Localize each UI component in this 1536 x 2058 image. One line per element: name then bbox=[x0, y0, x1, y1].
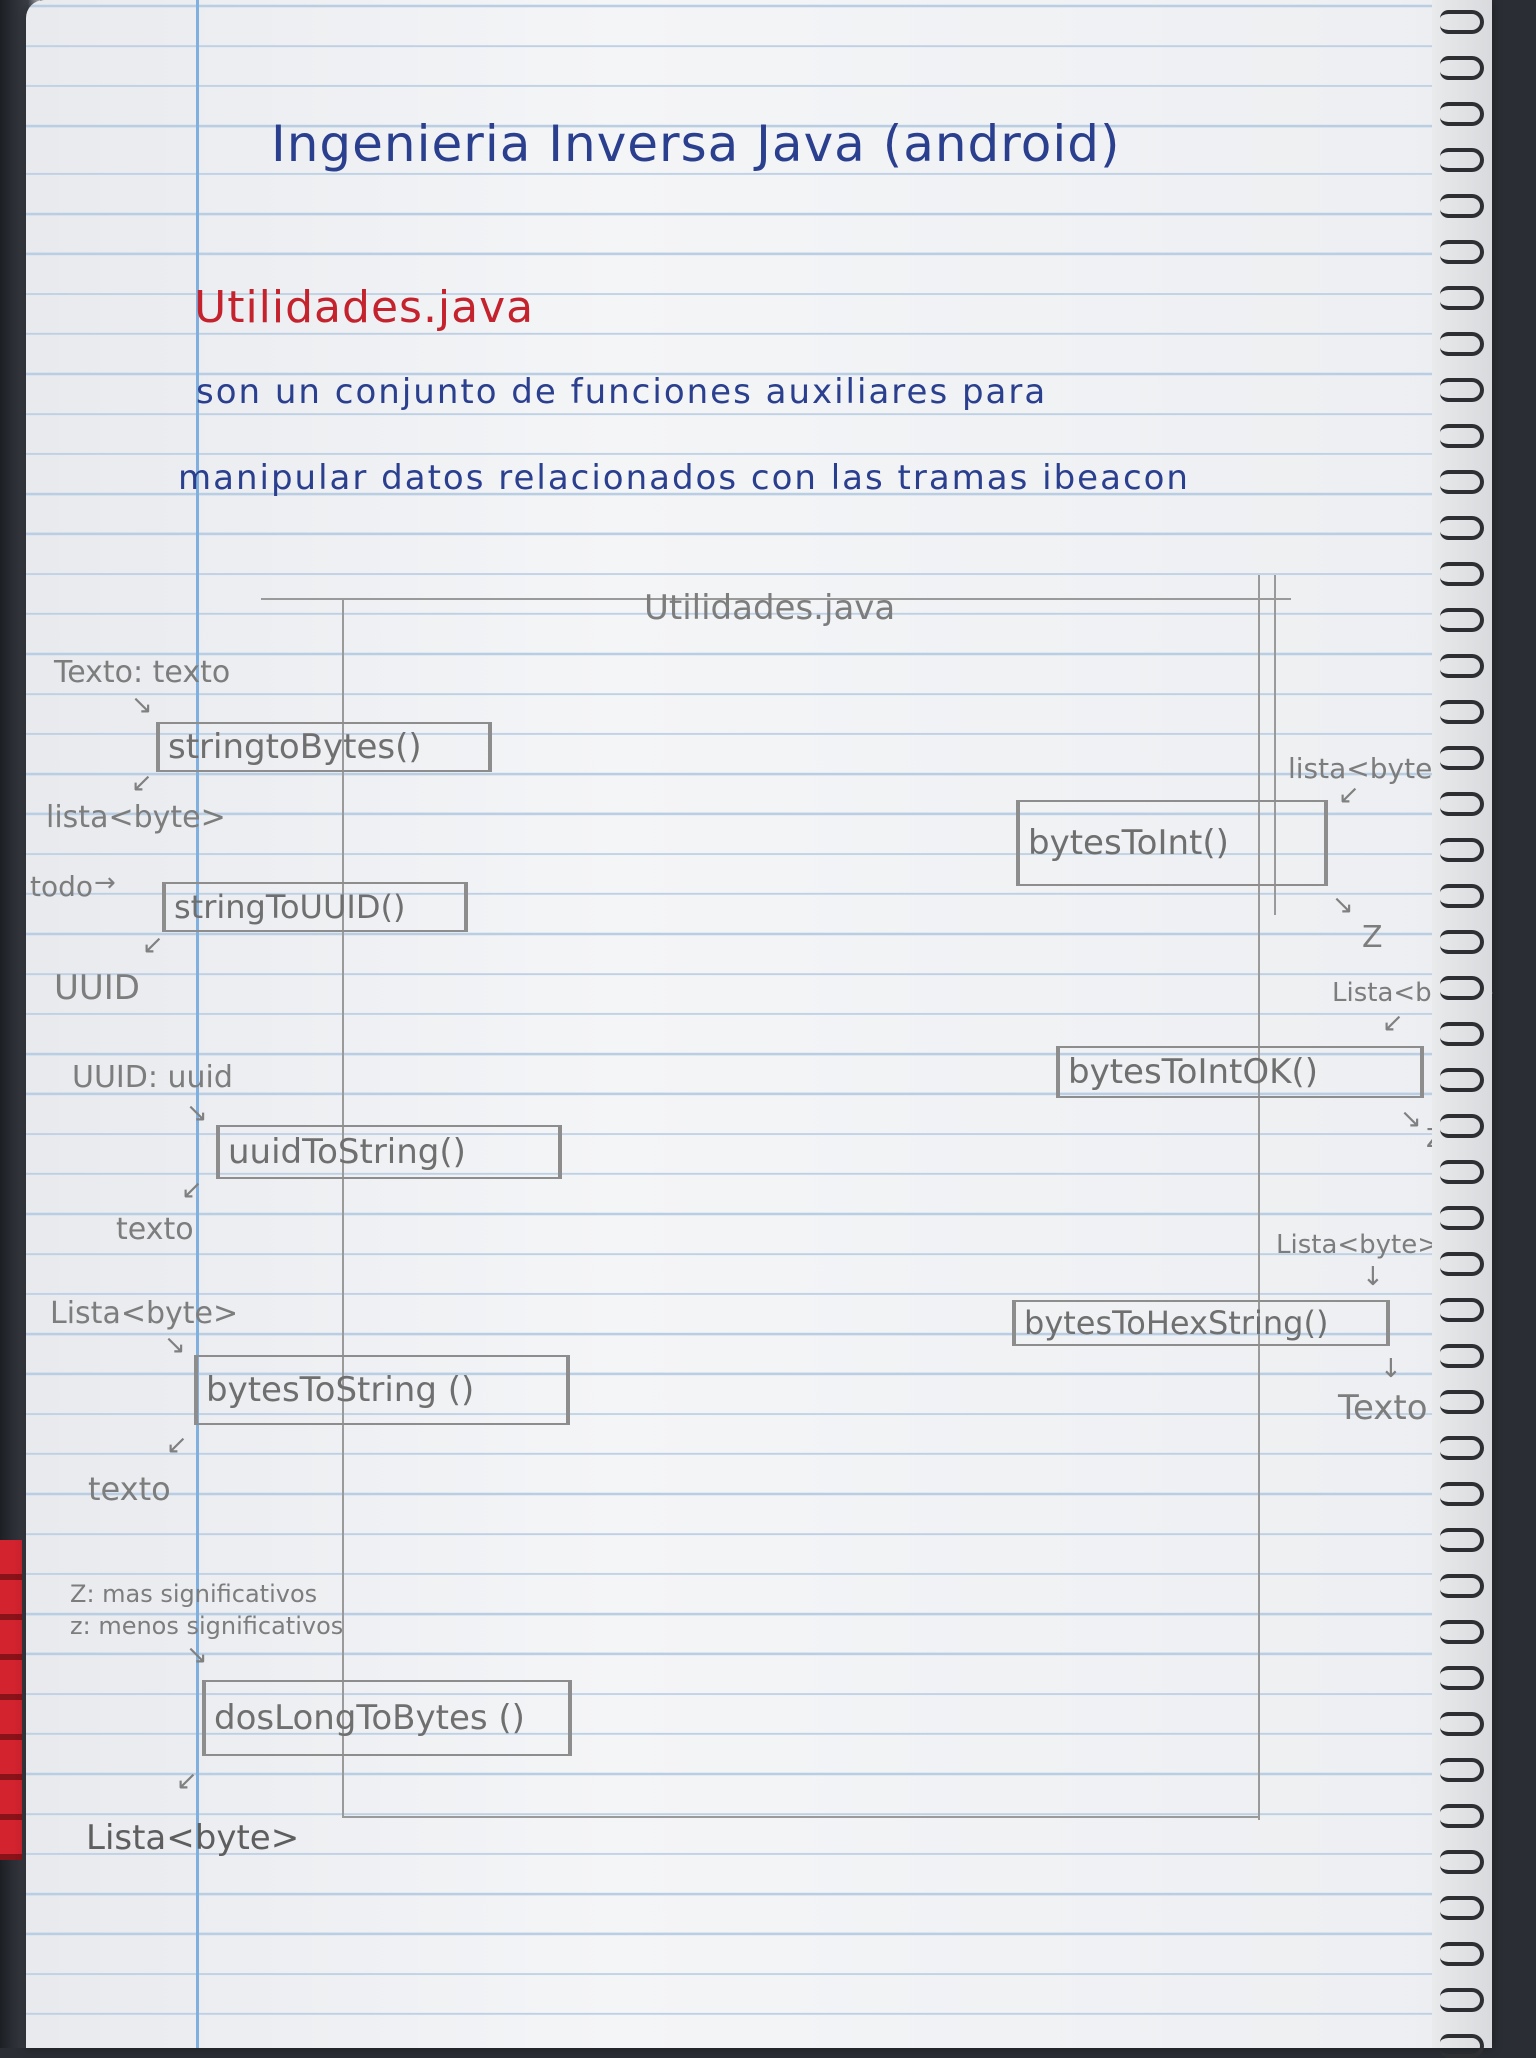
stringtouuid-output: UUID bbox=[54, 968, 140, 1008]
spiral-ring bbox=[1440, 1160, 1484, 1184]
arrow-right-icon: → bbox=[94, 868, 116, 898]
red-notebook-edge bbox=[0, 1540, 22, 1860]
spiral-ring bbox=[1440, 700, 1484, 724]
stringtobytes-input: Texto: texto bbox=[54, 655, 231, 690]
spiral-ring bbox=[1440, 562, 1484, 586]
spiral-ring bbox=[1440, 332, 1484, 356]
arrow-down-left-icon: ↙ bbox=[181, 1175, 203, 1205]
spiral-ring bbox=[1440, 10, 1484, 34]
arrow-down-left-icon: ↙ bbox=[166, 1430, 188, 1460]
spiral-ring bbox=[1440, 1068, 1484, 1092]
spiral-ring bbox=[1440, 1206, 1484, 1230]
bytestohexstring-box: bytesToHexString() bbox=[1012, 1300, 1390, 1346]
frame-right-lifeline bbox=[1258, 575, 1260, 1820]
spiral-ring bbox=[1440, 976, 1484, 1000]
arrow-down-icon: ↘ bbox=[1332, 890, 1354, 920]
spiral-ring bbox=[1440, 1344, 1484, 1368]
frame-right-edge bbox=[1274, 575, 1276, 915]
arrow-down-icon: ↓ bbox=[1380, 1354, 1402, 1384]
spiral-ring bbox=[1440, 1114, 1484, 1138]
arrow-down-icon: ↘ bbox=[164, 1330, 186, 1360]
spiral-ring bbox=[1440, 1804, 1484, 1828]
spiral-ring bbox=[1440, 1390, 1484, 1414]
page-title: Ingenieria Inversa Java (android) bbox=[271, 115, 1121, 173]
spiral-ring bbox=[1440, 746, 1484, 770]
stringtobytes-output: lista<byte> bbox=[46, 800, 226, 835]
spiral-ring bbox=[1440, 424, 1484, 448]
spiral-ring bbox=[1440, 102, 1484, 126]
arrow-down-icon: ↘ bbox=[186, 1098, 208, 1128]
frame-left-lifeline bbox=[342, 598, 344, 1818]
doslongtobytes-output: Lista<byte> bbox=[86, 1818, 300, 1858]
spiral-ring bbox=[1440, 1620, 1484, 1644]
spiral-ring bbox=[1440, 792, 1484, 816]
spiral-binding bbox=[1432, 0, 1492, 2058]
arrow-down-icon: ↘ bbox=[186, 1640, 208, 1670]
uuidtostring-output: texto bbox=[116, 1212, 194, 1247]
arrow-down-icon: ↘ bbox=[131, 690, 153, 720]
doslongtobytes-input-1: Z: mas significativos bbox=[70, 1580, 318, 1608]
frame-top bbox=[261, 598, 1291, 600]
spiral-ring bbox=[1440, 2034, 1484, 2058]
uuidtostring-input: UUID: uuid bbox=[72, 1060, 233, 1095]
spiral-ring bbox=[1440, 56, 1484, 80]
stringtouuid-box: stringToUUID() bbox=[162, 882, 468, 932]
spiral-ring bbox=[1440, 1666, 1484, 1690]
section-title: Utilidades.java bbox=[194, 282, 535, 333]
spiral-ring bbox=[1440, 1482, 1484, 1506]
spiral-ring bbox=[1440, 516, 1484, 540]
spiral-ring bbox=[1440, 1022, 1484, 1046]
spiral-ring bbox=[1440, 838, 1484, 862]
spiral-ring bbox=[1440, 194, 1484, 218]
arrow-left-icon: ↙ bbox=[1338, 780, 1360, 810]
spiral-ring bbox=[1440, 470, 1484, 494]
stringtobytes-box: stringtoBytes() bbox=[156, 722, 492, 772]
notebook-page: Ingenieria Inversa Java (android) Utilid… bbox=[26, 0, 1495, 2058]
spiral-ring bbox=[1440, 1436, 1484, 1460]
bytestoint-box: bytesToInt() bbox=[1016, 800, 1328, 886]
bytestohexstring-input: Lista<byte> bbox=[1276, 1230, 1440, 1260]
spiral-ring bbox=[1440, 1850, 1484, 1874]
spiral-ring bbox=[1440, 1758, 1484, 1782]
stringtouuid-input: todo bbox=[30, 870, 94, 903]
spiral-ring bbox=[1440, 1988, 1484, 2012]
margin-line bbox=[196, 0, 199, 2048]
arrow-down-left-icon: ↙ bbox=[131, 768, 153, 798]
bytestoint-input: lista<byte> bbox=[1288, 752, 1456, 785]
bytestointok-box: bytesToIntOK() bbox=[1056, 1046, 1424, 1098]
spiral-ring bbox=[1440, 1896, 1484, 1920]
spiral-ring bbox=[1440, 378, 1484, 402]
frame-title: Utilidades.java bbox=[644, 588, 896, 628]
spiral-ring bbox=[1440, 1574, 1484, 1598]
arrow-down-icon: ↓ bbox=[1362, 1262, 1384, 1292]
arrow-down-icon: ↙ bbox=[1382, 1008, 1404, 1038]
bytestostring-output: texto bbox=[88, 1470, 171, 1508]
arrow-down-icon: ↘ bbox=[1400, 1104, 1422, 1134]
spiral-ring bbox=[1440, 286, 1484, 310]
spiral-ring bbox=[1440, 1942, 1484, 1966]
spiral-ring bbox=[1440, 1298, 1484, 1322]
bytestoint-output: Z bbox=[1362, 920, 1383, 955]
spiral-ring bbox=[1440, 148, 1484, 172]
uuidtostring-box: uuidToString() bbox=[216, 1125, 562, 1179]
spiral-ring bbox=[1440, 930, 1484, 954]
spiral-ring bbox=[1440, 608, 1484, 632]
description-line-2: manipular datos relacionados con las tra… bbox=[178, 458, 1190, 498]
arrow-down-left-icon: ↙ bbox=[142, 930, 164, 960]
frame-bottom bbox=[342, 1816, 1260, 1818]
bytestostring-box: bytesToString () bbox=[194, 1355, 570, 1425]
description-line-1: son un conjunto de funciones auxiliares … bbox=[196, 372, 1048, 412]
spiral-ring bbox=[1440, 1712, 1484, 1736]
spiral-ring bbox=[1440, 240, 1484, 264]
spiral-ring bbox=[1440, 884, 1484, 908]
spiral-ring bbox=[1440, 1252, 1484, 1276]
arrow-down-left-icon: ↙ bbox=[176, 1766, 198, 1796]
spiral-ring bbox=[1440, 1528, 1484, 1552]
doslongtobytes-box: dosLongToBytes () bbox=[202, 1680, 572, 1756]
bytestostring-input: Lista<byte> bbox=[50, 1296, 239, 1331]
bytestohexstring-output: Texto bbox=[1338, 1388, 1428, 1428]
doslongtobytes-input-2: z: menos significativos bbox=[70, 1612, 344, 1640]
spiral-ring bbox=[1440, 654, 1484, 678]
